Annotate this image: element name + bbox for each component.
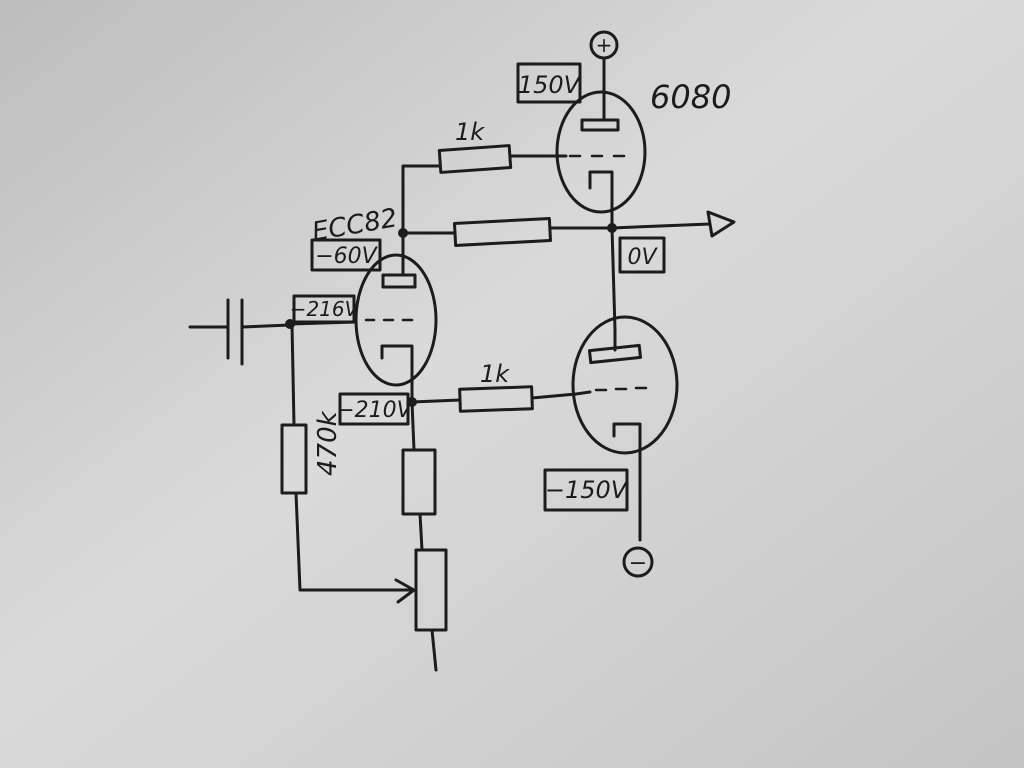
svg-text:−216V: −216V	[290, 297, 360, 321]
resistor-1k-top	[401, 144, 552, 230]
voltage-box-bottom-cathode: −150V	[543, 468, 629, 512]
potentiometer	[414, 548, 448, 672]
resistor-feedback	[401, 217, 614, 247]
svg-text:−: −	[629, 551, 647, 576]
svg-text:0V: 0V	[627, 245, 658, 270]
tube-ecc82-symbol	[354, 231, 438, 404]
voltage-box-grid: −216V	[290, 294, 360, 324]
resistor-1k-top-label: 1k	[455, 118, 485, 146]
resistor-1k-lower	[410, 385, 578, 413]
svg-text:+: +	[596, 33, 613, 57]
voltage-box-output: 0V	[618, 236, 666, 274]
resistor-1k-lower-label: 1k	[480, 360, 510, 388]
voltage-box-top-anode: 150V	[516, 62, 582, 104]
svg-text:150V: 150V	[518, 71, 582, 99]
tube-6080-label: 6080	[650, 78, 731, 116]
positive-supply-symbol: +	[589, 30, 619, 92]
svg-text:−60V: −60V	[315, 244, 378, 269]
output-arrow	[610, 210, 736, 238]
voltage-box-cathode: −210V	[336, 392, 414, 426]
resistor-470k-label: 470k	[313, 410, 343, 476]
resistor-470k	[280, 322, 416, 604]
negative-supply-symbol: −	[622, 546, 654, 578]
cathode-resistor	[401, 400, 437, 552]
wire-output-to-lower-anode	[610, 226, 617, 332]
tube-6080-symbol	[548, 88, 647, 230]
voltage-box-left-anode: −60V	[310, 238, 382, 272]
tube-lower-symbol	[571, 315, 679, 542]
svg-text:−210V: −210V	[336, 398, 413, 423]
input-capacitor	[188, 298, 292, 366]
svg-text:−150V: −150V	[545, 476, 629, 504]
